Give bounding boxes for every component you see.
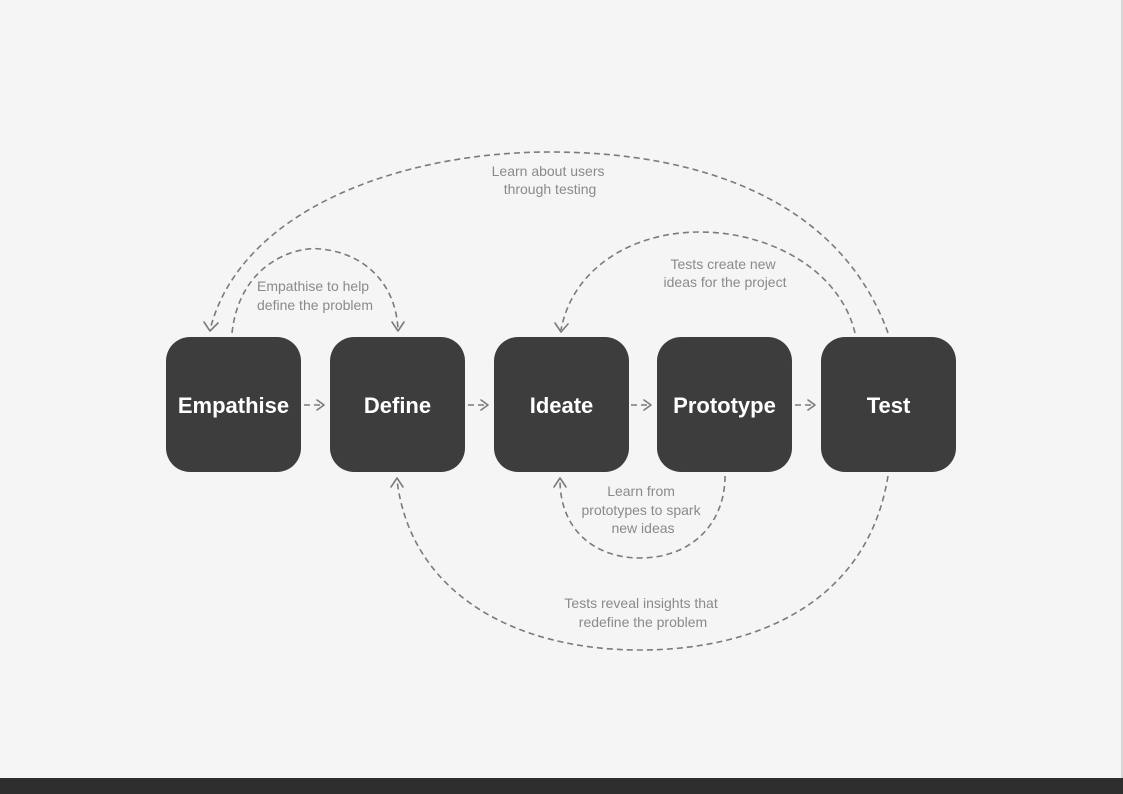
stage-define: Define: [330, 337, 465, 472]
annotation-learn-from-prototypes: Learn from prototypes to spark new ideas: [582, 483, 705, 536]
forward-arrow-empathise-define: [304, 399, 325, 411]
forward-arrow-define-ideate: [468, 399, 489, 411]
stage-label: Ideate: [530, 393, 594, 418]
stage-label: Prototype: [673, 393, 776, 418]
bottom-bar: [0, 778, 1123, 794]
page-right-edge: [1121, 0, 1123, 778]
stage-box: [166, 337, 301, 472]
stage-box: [657, 337, 792, 472]
annotation-tests-create-ideas: Tests create new ideas for the project: [664, 256, 787, 290]
stage-ideate: Ideate: [494, 337, 629, 472]
stage-box: [330, 337, 465, 472]
annotation-learn-about-users: Learn about users through testing: [492, 163, 609, 197]
forward-arrow-ideate-prototype: [631, 399, 652, 411]
loop-arrow-empathise-to-define: [231, 247, 405, 334]
forward-arrow-prototype-test: [795, 399, 816, 411]
loop-arrow-test-to-empathise: [203, 151, 889, 334]
stage-box: [494, 337, 629, 472]
annotation-empathise-to-help: Empathise to help define the problem: [257, 278, 373, 313]
annotation-tests-reveal-insights: Tests reveal insights that redefine the …: [564, 595, 721, 630]
stage-prototype: Prototype: [657, 337, 792, 472]
loop-arrow-prototype-to-ideate: [553, 475, 726, 559]
loop-arrow-test-to-ideate: [554, 231, 856, 334]
stage-label: Define: [364, 393, 431, 418]
stage-label: Empathise: [178, 393, 289, 418]
loop-arrow-test-to-define: [390, 475, 889, 651]
stage-empathise: Empathise: [166, 337, 301, 472]
stage-test: Test: [821, 337, 956, 472]
stage-box: [821, 337, 956, 472]
stage-label: Test: [867, 393, 911, 418]
